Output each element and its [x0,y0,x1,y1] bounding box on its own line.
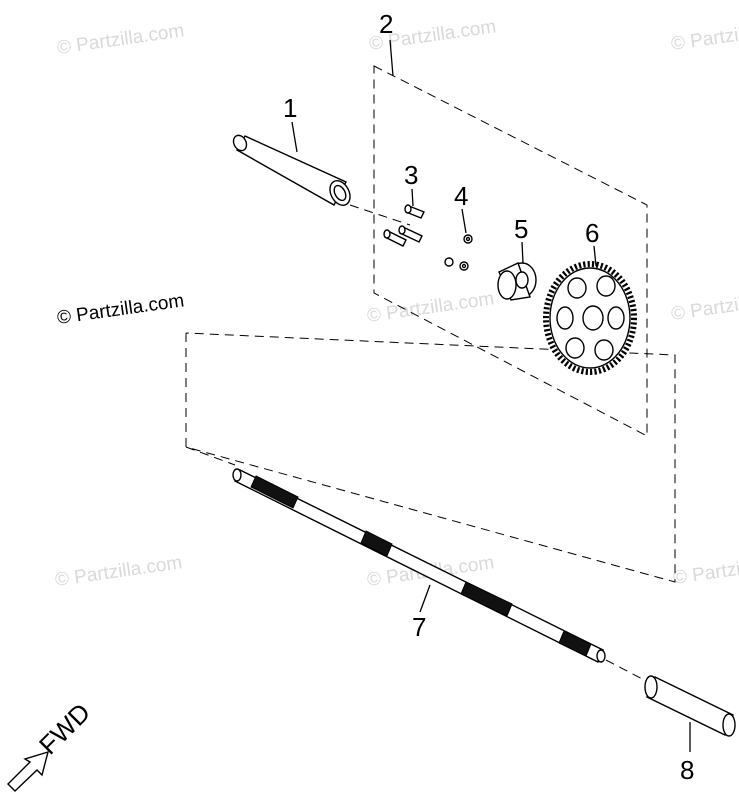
shaft-dashed-box [185,332,676,583]
part-7-axle-shaft [232,468,606,663]
forward-direction-indicator: FWD [7,697,96,792]
part-5-hub [497,262,537,301]
watermark: © Partzilla.com [670,16,739,55]
partzilla-watermark: © Partzilla.com [56,290,186,329]
watermark: © Partzilla.com [54,552,184,591]
callout-8: 8 [680,755,694,785]
shaft-axis-line [605,659,651,684]
fwd-label: FWD [33,697,96,760]
assembly-2-dashed-box [373,65,648,437]
watermark: © Partzilla.com [366,288,496,327]
axis-line [349,204,411,226]
part-1-sleeve [232,134,351,206]
part-4-nuts [444,234,473,271]
watermark: © Partzilla.com [672,550,739,589]
callout-6: 6 [585,218,599,248]
callout-7: 7 [412,612,426,642]
callout-3: 3 [404,160,418,190]
callout-5: 5 [514,214,528,244]
fwd-arrow-icon [7,750,49,792]
callout-4: 4 [454,181,468,211]
part-6-sprocket [543,261,637,375]
watermark: © Partzilla.com [670,286,739,325]
callout-2: 2 [379,9,393,39]
watermark: © Partzilla.com [56,20,186,59]
part-3-bolts [383,204,425,247]
callout-1: 1 [283,93,297,123]
part-8-end-sleeve [644,675,736,737]
leader-lines [291,39,691,752]
shaft-dashed-connector [185,446,236,466]
